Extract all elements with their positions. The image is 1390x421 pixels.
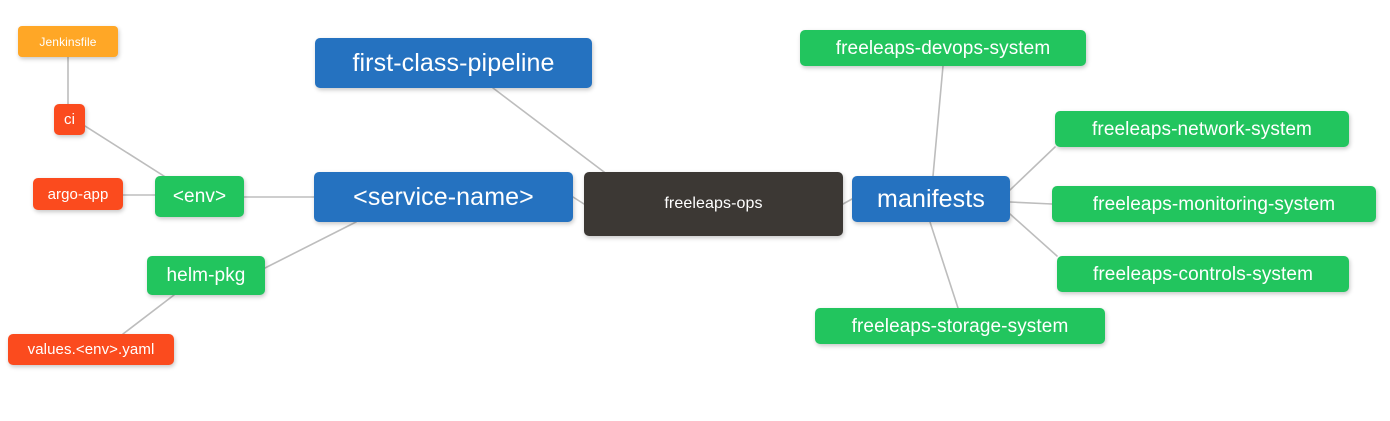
node-label: argo-app — [47, 185, 109, 203]
edge-freeleaps-ops-to-manifests — [842, 198, 853, 205]
node-jenkinsfile[interactable]: Jenkinsfile — [18, 26, 118, 57]
node-freeleaps-ops[interactable]: freeleaps-ops — [584, 172, 843, 236]
node-label: freeleaps-controls-system — [1092, 263, 1314, 285]
edge-freeleaps-ops-to-first-class-pipeline — [492, 87, 609, 176]
node-env[interactable]: <env> — [155, 176, 244, 217]
node-label: freeleaps-network-system — [1092, 118, 1312, 140]
node-label: first-class-pipeline — [352, 48, 555, 77]
node-label: freeleaps-devops-system — [835, 37, 1051, 59]
node-label: helm-pkg — [166, 265, 246, 286]
node-first-class-pipeline[interactable]: first-class-pipeline — [315, 38, 592, 88]
edge-manifests-to-freeleaps-controls-system — [1009, 213, 1058, 257]
edge-manifests-to-freeleaps-devops-system — [932, 65, 944, 177]
node-freeleaps-controls-system[interactable]: freeleaps-controls-system — [1057, 256, 1349, 292]
node-ci[interactable]: ci — [54, 104, 85, 135]
node-values-env-yaml[interactable]: values.<env>.yaml — [8, 334, 174, 365]
node-manifests[interactable]: manifests — [852, 176, 1010, 222]
node-label: ci — [63, 111, 76, 128]
node-label: freeleaps-storage-system — [851, 315, 1069, 337]
node-label: <env> — [172, 186, 227, 207]
edge-manifests-to-freeleaps-monitoring-system — [1009, 201, 1053, 205]
node-label: freeleaps-ops — [664, 195, 763, 212]
node-freeleaps-storage-system[interactable]: freeleaps-storage-system — [815, 308, 1105, 344]
edge-env-to-ci — [84, 125, 168, 179]
node-freeleaps-network-system[interactable]: freeleaps-network-system — [1055, 111, 1349, 147]
edge-helm-pkg-to-values-env-yaml — [122, 294, 175, 335]
node-service-name[interactable]: <service-name> — [314, 172, 573, 222]
node-helm-pkg[interactable]: helm-pkg — [147, 256, 265, 295]
node-label: Jenkinsfile — [39, 34, 97, 49]
node-argo-app[interactable]: argo-app — [33, 178, 123, 210]
node-label: freeleaps-monitoring-system — [1092, 193, 1336, 215]
node-label: <service-name> — [353, 182, 534, 211]
node-freeleaps-monitoring-system[interactable]: freeleaps-monitoring-system — [1052, 186, 1376, 222]
node-label: manifests — [877, 184, 985, 213]
node-label: values.<env>.yaml — [27, 341, 155, 358]
edge-freeleaps-ops-to-service-name — [572, 196, 585, 205]
edge-service-name-to-helm-pkg — [264, 221, 357, 269]
node-freeleaps-devops-system[interactable]: freeleaps-devops-system — [800, 30, 1086, 66]
edge-manifests-to-freeleaps-storage-system — [929, 221, 959, 309]
edge-manifests-to-freeleaps-network-system — [1009, 146, 1056, 191]
